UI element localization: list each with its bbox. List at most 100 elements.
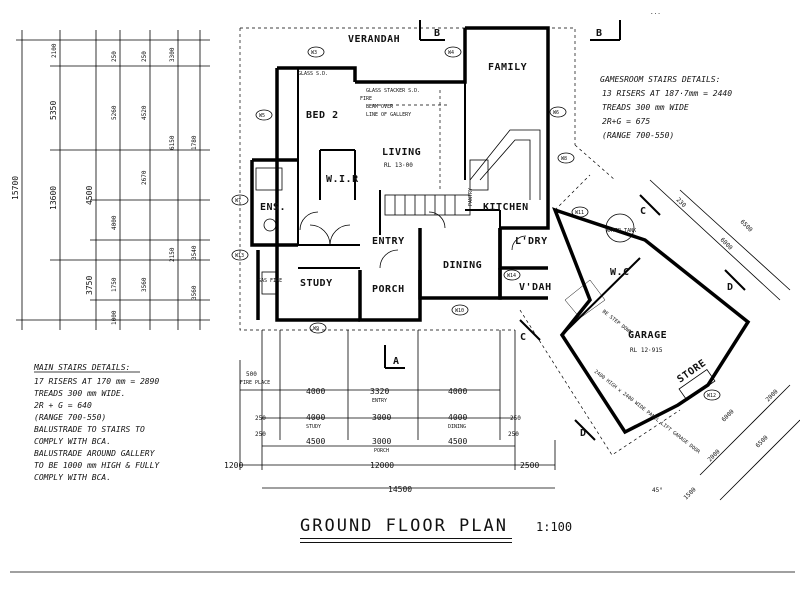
svg-text:C: C xyxy=(640,206,647,217)
dim-r-6500: 6500 xyxy=(739,218,754,233)
svg-text:B: B xyxy=(596,28,603,39)
dim-4520: 4520 xyxy=(141,105,148,120)
dim-2670: 2670 xyxy=(141,170,148,185)
svg-text:W3: W3 xyxy=(311,50,317,56)
dim-3750: 3750 xyxy=(85,276,94,295)
dim-b3-4500: 4500 xyxy=(306,437,325,446)
label-ldry: L'DRY xyxy=(515,236,548,247)
svg-text:W10: W10 xyxy=(455,308,464,314)
label-garage: GARAGE xyxy=(628,330,667,341)
svg-text:C: C xyxy=(520,332,527,343)
main-stairs-line-7: BALUSTRADE AROUND GALLERY xyxy=(34,449,156,458)
svg-text:D: D xyxy=(580,428,587,439)
dim-b-500: 500 xyxy=(246,371,257,378)
tag-w7: W7 xyxy=(231,194,249,206)
dim-r-45deg: 45° xyxy=(652,487,663,494)
tag-w8: W8 xyxy=(557,152,575,164)
label-living-rl: RL 13·00 xyxy=(384,162,413,169)
label-kitchen: KITCHEN xyxy=(483,202,529,213)
dim-5260: 5260 xyxy=(111,105,118,120)
dim-b-3320: 3320 xyxy=(370,387,389,396)
dim-250: 250 xyxy=(111,51,118,62)
note-beam-over: BEAM OVER xyxy=(366,104,394,110)
svg-text:W6: W6 xyxy=(553,110,559,116)
label-dining: DINING xyxy=(443,260,482,271)
dim-b2-3000: 3000 xyxy=(372,413,391,422)
tag-w11: W11 xyxy=(571,206,589,218)
tag-w14: W14 xyxy=(503,269,521,281)
main-stairs-line-3: 2R + G = 640 xyxy=(34,401,92,410)
main-stairs-line-4: (RANGE 700-550) xyxy=(34,413,106,422)
dim-b5-14500: 14500 xyxy=(388,485,412,494)
dim-2100: 2100 xyxy=(51,43,58,58)
dim-b3-porch: PORCH xyxy=(374,448,389,454)
dim-b3-3000: 3000 xyxy=(372,437,391,446)
note-pantry: PANTRY xyxy=(468,188,474,206)
svg-text:W4: W4 xyxy=(448,50,454,56)
gamesroom-line-4: (RANGE 700-550) xyxy=(602,131,674,140)
main-stairs-notes: MAIN STAIRS DETAILS: 17 RISERS AT 170 mm… xyxy=(33,363,160,482)
note-be-step-down: BE STEP DOWN xyxy=(601,309,633,336)
label-bed2: BED 2 xyxy=(306,110,339,121)
section-marker-d-bottom: D xyxy=(574,419,596,441)
gamesroom-line-1: 13 RISERS AT 187·7mm = 2440 xyxy=(602,89,732,98)
dim-6150: 6150 xyxy=(169,135,176,150)
dim-250b: 250 xyxy=(141,51,148,62)
label-family: FAMILY xyxy=(488,62,527,73)
svg-text:W13: W13 xyxy=(235,253,244,259)
section-marker-b-right: B xyxy=(590,20,621,41)
label-living: LIVING xyxy=(382,147,421,158)
note-line-of-gallery: LINE OF GALLERY xyxy=(366,112,411,118)
dim-b4-1200: 1200 xyxy=(224,461,243,470)
dim-3560b: 3560 xyxy=(191,285,198,300)
dim-b-entry: ENTRY xyxy=(372,398,387,404)
dim-b2-4000: 4000 xyxy=(306,413,325,422)
svg-text:B: B xyxy=(434,28,441,39)
tag-w3: W3 xyxy=(307,46,325,58)
dim-r-6000: 6000 xyxy=(719,236,734,251)
kitchen-bench xyxy=(469,129,541,200)
title-underline-second xyxy=(300,542,512,543)
main-stairs-line-1: 17 RISERS AT 170 mm = 2890 xyxy=(34,377,159,386)
dim-r-230: 230 xyxy=(675,196,688,209)
main-stairs-line-9: COMPLY WITH BCA. xyxy=(34,473,111,482)
section-marker-c-bottom: C xyxy=(519,319,541,343)
svg-text:W12: W12 xyxy=(707,393,716,399)
svg-text:W5: W5 xyxy=(259,113,265,119)
section-markers: B B A C C D D xyxy=(384,20,746,441)
tag-w4: W4 xyxy=(444,46,462,58)
label-ens: ENS. xyxy=(260,202,286,213)
drawing-scale: 1:100 xyxy=(536,520,573,534)
dim-4000: 4000 xyxy=(111,215,118,230)
ensuite-fixtures xyxy=(255,167,283,232)
note-fire: FIRE xyxy=(360,96,372,102)
dim-13600: 13600 xyxy=(49,186,58,210)
dim-b2-250b: 250 xyxy=(510,415,521,422)
gamesroom-heading: GAMESROOM STAIRS DETAILS: xyxy=(600,75,720,84)
gamesroom-line-3: 2R+G = 675 xyxy=(602,117,650,126)
main-stairs-line-8: TO BE 1000 mm HIGH & FULLY xyxy=(34,461,160,470)
dim-1000: 1000 xyxy=(111,310,118,325)
dim-overall-15700: 15700 xyxy=(11,176,20,200)
dim-b-4000-2: 4000 xyxy=(448,387,467,396)
note-fire-place: FIRE PLACE xyxy=(240,380,270,386)
svg-text:W14: W14 xyxy=(507,273,516,279)
gamesroom-stairs-notes: GAMESROOM STAIRS DETAILS: 13 RISERS AT 1… xyxy=(600,75,732,140)
top-right-fragment: ... xyxy=(650,9,661,16)
dim-2150: 2150 xyxy=(169,247,176,262)
dim-4500: 4500 xyxy=(85,186,94,205)
section-marker-b-left: B xyxy=(419,20,445,41)
dim-1750: 1750 xyxy=(111,277,118,292)
tag-w10: W10 xyxy=(451,304,469,316)
fireplace-box xyxy=(261,271,279,295)
dim-3560: 3560 xyxy=(141,277,148,292)
note-glass-sd: GLASS S.D. xyxy=(298,71,328,77)
window-tags: W3 W4 W5 W6 W7 W8 W9 W10 W11 W12 W13 W14 xyxy=(231,46,721,401)
main-stairs-heading: MAIN STAIRS DETAILS: xyxy=(33,363,130,372)
dim-b2-dining: DINING xyxy=(448,424,466,430)
interior-walls xyxy=(297,68,501,269)
label-entry: ENTRY xyxy=(372,236,405,247)
dim-b3-250a: 250 xyxy=(255,431,266,438)
svg-text:W8: W8 xyxy=(561,156,567,162)
tag-w5: W5 xyxy=(255,109,273,121)
